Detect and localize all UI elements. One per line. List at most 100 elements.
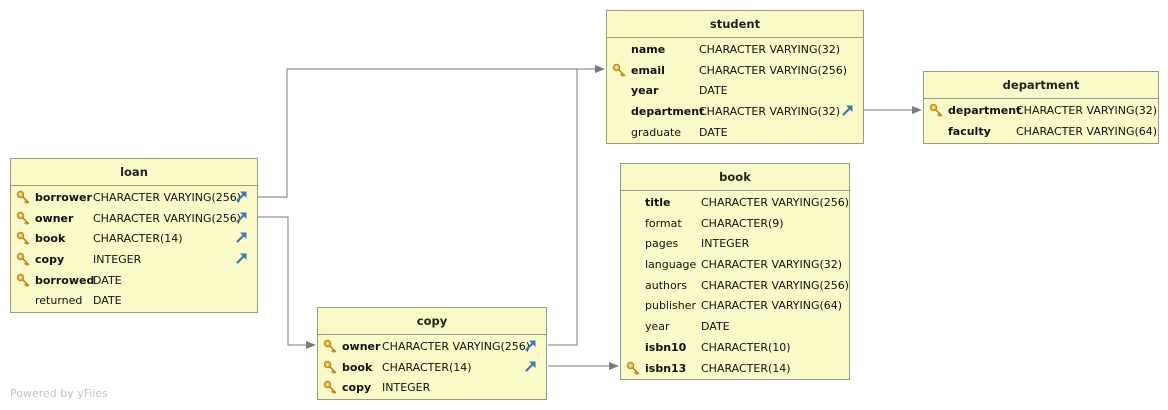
column-name: year [631, 84, 659, 98]
primary-key-icon [16, 231, 30, 246]
column-name: borrowed [35, 273, 95, 287]
primary-key-icon [323, 360, 337, 374]
column-name: faculty [948, 124, 991, 138]
column-name: graduate [631, 125, 682, 139]
column-type: CHARACTER(14) [701, 361, 791, 375]
column-name: book [35, 232, 66, 246]
column-name: pages [645, 237, 679, 251]
primary-key-icon [929, 103, 943, 117]
edge-loan-borrower-to-student [258, 65, 605, 198]
table-title: loan [11, 159, 257, 186]
foreign-key-arrow-icon[interactable] [524, 338, 538, 352]
column-type: CHARACTER VARYING(32) [701, 258, 843, 272]
column-name: publisher [645, 299, 697, 313]
column-name: isbn13 [645, 361, 687, 375]
column-row[interactable]: book CHARACTER(14) [318, 357, 546, 378]
primary-key-icon [612, 63, 626, 77]
column-type: DATE [93, 294, 122, 308]
column-name: title [645, 196, 671, 209]
column-row[interactable]: format CHARACTER(9) [621, 213, 849, 234]
column-name: authors [645, 278, 687, 292]
column-type: CHARACTER VARYING(256) [701, 196, 850, 209]
foreign-key-arrow-icon[interactable] [235, 210, 249, 224]
primary-key-icon [16, 273, 30, 287]
column-type: CHARACTER(14) [93, 232, 183, 246]
column-name: language [645, 258, 697, 272]
column-name: owner [342, 340, 381, 353]
column-row[interactable]: returned DATE [11, 290, 257, 311]
column-name: book [342, 360, 373, 374]
column-name: returned [35, 294, 83, 308]
column-name: format [645, 216, 682, 230]
primary-key-icon [16, 211, 30, 225]
foreign-key-arrow-icon[interactable] [524, 359, 538, 373]
primary-key-icon [16, 252, 30, 266]
column-type: CHARACTER VARYING(256) [93, 191, 242, 204]
column-type: DATE [93, 273, 122, 287]
column-row[interactable]: authors CHARACTER VARYING(256) [621, 275, 849, 296]
column-type: CHARACTER(9) [701, 216, 784, 230]
table-title: book [621, 164, 849, 191]
column-type: CHARACTER VARYING(256) [382, 340, 531, 353]
primary-key-icon [626, 361, 640, 375]
column-row[interactable]: isbn10 CHARACTER(10) [621, 337, 849, 358]
column-row[interactable]: title CHARACTER VARYING(256) [621, 192, 849, 213]
column-type: INTEGER [382, 381, 431, 395]
column-name: copy [35, 253, 65, 267]
column-row[interactable]: copy INTEGER [11, 249, 257, 270]
table-title: copy [318, 308, 546, 335]
column-row[interactable]: isbn13 CHARACTER(14) [621, 358, 849, 379]
primary-key-icon [323, 380, 337, 395]
column-name: isbn10 [645, 340, 687, 354]
column-name: year [645, 320, 670, 334]
foreign-key-arrow-icon[interactable] [235, 251, 249, 265]
column-type: INTEGER [701, 237, 750, 251]
column-row[interactable]: year DATE [621, 316, 849, 337]
column-type: CHARACTER VARYING(32) [699, 43, 841, 56]
powered-by-watermark: Powered by yFiles [10, 387, 108, 400]
column-type: CHARACTER VARYING(256) [93, 211, 242, 225]
primary-key-icon [16, 190, 30, 204]
column-type: CHARACTER(14) [382, 360, 472, 374]
column-name: email [631, 63, 665, 77]
column-type: CHARACTER VARYING(256) [701, 278, 850, 292]
column-type: CHARACTER(10) [701, 340, 791, 354]
column-type: CHARACTER VARYING(32) [1016, 104, 1158, 117]
column-type: INTEGER [93, 253, 142, 267]
column-name: department [631, 105, 705, 119]
column-type: CHARACTER VARYING(64) [1016, 124, 1158, 138]
column-row[interactable]: faculty CHARACTER VARYING(64) [924, 121, 1158, 142]
column-row[interactable]: language CHARACTER VARYING(32) [621, 254, 849, 275]
table-title: student [607, 11, 863, 38]
column-row[interactable]: pages INTEGER [621, 233, 849, 254]
column-row[interactable]: name CHARACTER VARYING(32) [607, 39, 863, 60]
column-row[interactable]: graduate DATE [607, 122, 863, 143]
column-name: borrower [35, 191, 92, 204]
column-row[interactable]: book CHARACTER(14) [11, 228, 257, 249]
foreign-key-arrow-icon[interactable] [841, 103, 855, 117]
edge-copy-owner-to-student [548, 69, 578, 346]
foreign-key-arrow-icon[interactable] [235, 230, 249, 244]
column-name: department [948, 104, 1022, 117]
edge-loan-owner-to-copy [258, 216, 316, 349]
column-name: name [631, 43, 666, 56]
column-type: DATE [701, 320, 730, 334]
column-type: DATE [699, 125, 728, 139]
foreign-key-arrow-icon[interactable] [235, 189, 249, 203]
